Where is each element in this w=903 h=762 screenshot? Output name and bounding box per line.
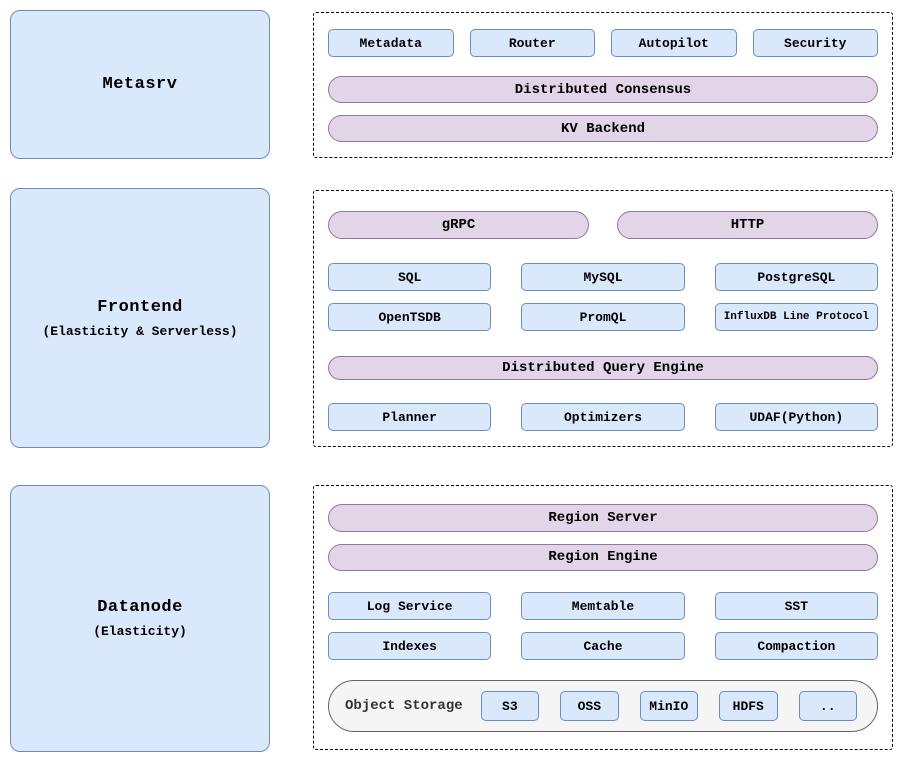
http-pill: HTTP (617, 211, 878, 239)
kv-backend-pill: KV Backend (328, 115, 878, 142)
udaf-python-box: UDAF(Python) (714, 403, 878, 431)
indexes-box: Indexes (328, 632, 492, 660)
datanode-storage-row2: Indexes Cache Compaction (328, 632, 878, 660)
sst-box: SST (714, 592, 878, 620)
mysql-box: MySQL (521, 263, 685, 291)
metadata-box: Metadata (328, 29, 454, 57)
metasrv-components-row: Metadata Router Autopilot Security (328, 29, 878, 57)
log-service-box: Log Service (328, 592, 492, 620)
oss-box: OSS (560, 691, 619, 721)
object-storage-backends: S3 OSS MinIO HDFS .. (480, 691, 857, 721)
frontend-title: Frontend (97, 297, 183, 317)
memtable-box: Memtable (521, 592, 685, 620)
router-box: Router (469, 29, 595, 57)
cache-box: Cache (521, 632, 685, 660)
promql-box: PromQL (521, 303, 685, 331)
sql-box: SQL (328, 263, 492, 291)
distributed-consensus-pill: Distributed Consensus (328, 76, 878, 103)
planner-box: Planner (328, 403, 492, 431)
security-box: Security (752, 29, 878, 57)
datanode-storage-row1: Log Service Memtable SST (328, 592, 878, 620)
datanode-subtitle: (Elasticity) (93, 624, 187, 639)
datanode-node: Datanode (Elasticity) (10, 485, 270, 752)
frontend-subtitle: (Elasticity & Serverless) (42, 323, 238, 339)
autopilot-box: Autopilot (611, 29, 737, 57)
frontend-panel: gRPC HTTP SQL MySQL PostgreSQL OpenTSDB … (313, 190, 893, 447)
datanode-title: Datanode (97, 598, 183, 617)
object-storage-container: Object Storage S3 OSS MinIO HDFS .. (328, 680, 878, 733)
grpc-pill: gRPC (328, 211, 589, 239)
frontend-entry-row: gRPC HTTP (328, 211, 878, 239)
metasrv-panel: Metadata Router Autopilot Security Distr… (313, 12, 893, 158)
minio-box: MinIO (639, 691, 699, 721)
opentsdb-box: OpenTSDB (328, 303, 492, 331)
more-backends-box: .. (798, 691, 857, 721)
frontend-protocols-row2: OpenTSDB PromQL InfluxDB Line Protocol (328, 303, 878, 331)
metasrv-title: Metasrv (102, 75, 178, 94)
frontend-node: Frontend (Elasticity & Serverless) (10, 188, 270, 448)
region-engine-pill: Region Engine (328, 543, 878, 571)
metasrv-node: Metasrv (10, 10, 270, 159)
influxdb-line-protocol-box: InfluxDB Line Protocol (714, 303, 878, 331)
distributed-query-engine-pill: Distributed Query Engine (328, 356, 878, 380)
compaction-box: Compaction (714, 632, 878, 660)
datanode-panel: Region Server Region Engine Log Service … (313, 485, 893, 750)
hdfs-box: HDFS (719, 691, 778, 721)
object-storage-label: Object Storage (345, 698, 463, 714)
postgresql-box: PostgreSQL (714, 263, 878, 291)
optimizers-box: Optimizers (521, 403, 685, 431)
frontend-query-components-row: Planner Optimizers UDAF(Python) (328, 403, 878, 431)
s3-box: S3 (480, 691, 540, 721)
frontend-protocols-row1: SQL MySQL PostgreSQL (328, 263, 878, 291)
region-server-pill: Region Server (328, 504, 878, 532)
